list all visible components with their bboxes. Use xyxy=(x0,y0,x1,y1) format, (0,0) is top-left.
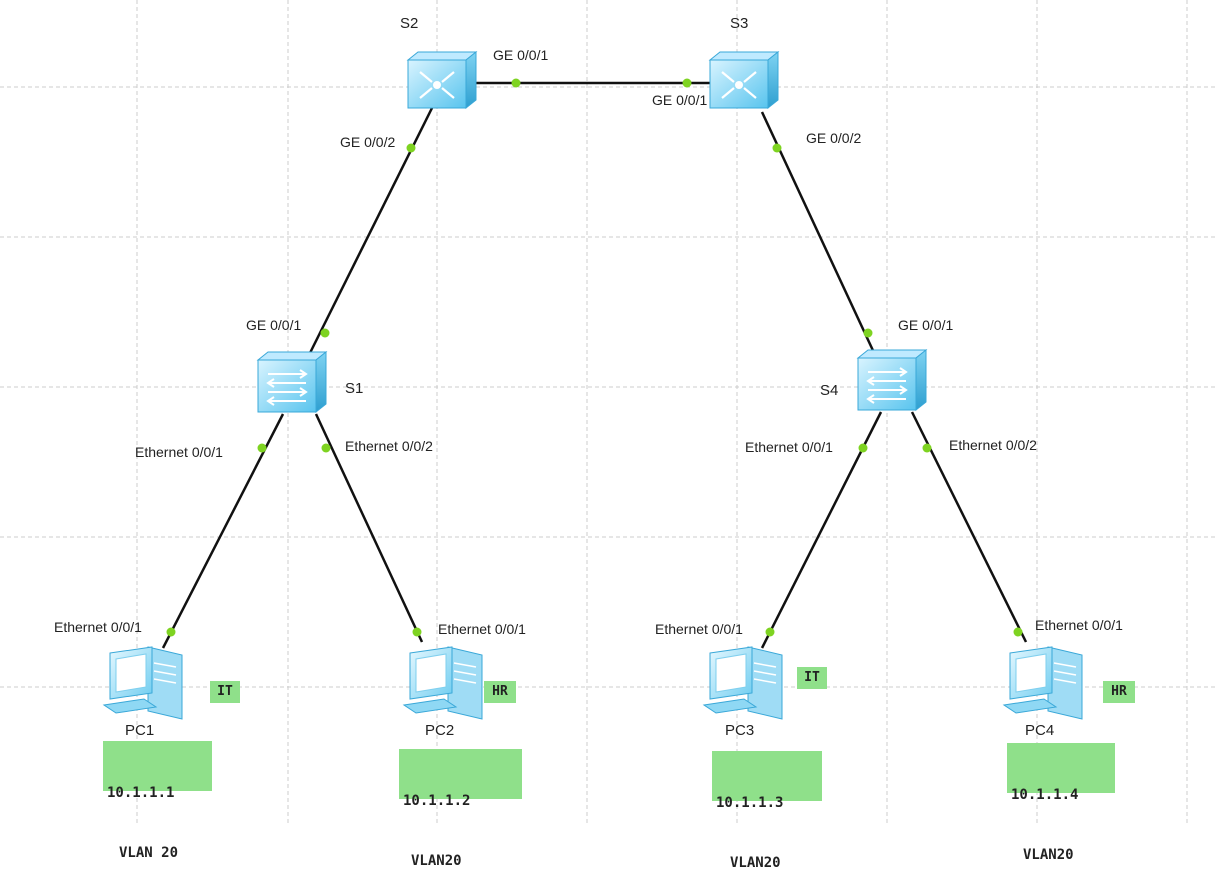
note-pc3-ip: 10.1.1.3 xyxy=(716,795,784,811)
pc2-icon[interactable] xyxy=(402,646,483,720)
switch-s3-icon[interactable] xyxy=(708,50,780,110)
note-pc1: 10.1.1.1 VLAN 20 xyxy=(103,741,212,861)
port-dot-s4-ge001 xyxy=(863,328,873,338)
switch-s1-icon[interactable] xyxy=(256,350,328,414)
port-label-s2-ge002: GE 0/0/2 xyxy=(340,134,396,150)
note-pc4-vlan: VLAN20 xyxy=(1023,847,1074,863)
port-label-s1-eth002: Ethernet 0/0/2 xyxy=(345,438,433,454)
pc4-icon[interactable] xyxy=(1002,646,1083,720)
note-pc4-ip: 10.1.1.4 xyxy=(1011,787,1079,803)
port-label-s2-ge001: GE 0/0/1 xyxy=(493,47,549,63)
dept-tag-pc4: HR xyxy=(1103,681,1135,703)
note-pc3-vlan: VLAN20 xyxy=(730,855,781,871)
port-dot-s2-ge002 xyxy=(406,143,416,153)
port-label-s3-ge001: GE 0/0/1 xyxy=(652,92,708,108)
port-dot-pc2-eth xyxy=(412,627,422,637)
device-label-s4: S4 xyxy=(820,382,839,399)
dept-tag-pc1: IT xyxy=(210,681,240,703)
port-label-pc1-eth: Ethernet 0/0/1 xyxy=(54,619,142,635)
pc3-icon[interactable] xyxy=(702,646,783,720)
note-pc3: 10.1.1.3 VLAN20 xyxy=(712,751,822,871)
port-dot-pc4-eth xyxy=(1013,627,1023,637)
note-pc2-vlan: VLAN20 xyxy=(411,853,462,869)
device-label-pc4: PC4 xyxy=(1025,722,1055,739)
topology-canvas xyxy=(0,0,1216,823)
port-label-s1-eth001: Ethernet 0/0/1 xyxy=(135,444,223,460)
port-dot-s3-ge001 xyxy=(682,78,692,88)
device-label-s1: S1 xyxy=(345,380,364,397)
port-dot-s4-eth001 xyxy=(858,443,868,453)
link-s4-pc4 xyxy=(910,411,1028,643)
port-label-s4-eth001: Ethernet 0/0/1 xyxy=(745,439,833,455)
port-dot-s2-ge001 xyxy=(511,78,521,88)
port-label-s3-ge002: GE 0/0/2 xyxy=(806,130,862,146)
pc1-icon[interactable] xyxy=(102,646,183,720)
dept-tag-pc3: IT xyxy=(797,667,827,689)
note-pc1-vlan: VLAN 20 xyxy=(119,845,179,861)
link-s3-s4 xyxy=(760,111,878,358)
device-label-pc1: PC1 xyxy=(125,722,155,739)
device-label-s3: S3 xyxy=(730,15,749,32)
port-dot-s3-ge002 xyxy=(772,143,782,153)
port-dots xyxy=(166,78,1023,637)
port-label-s4-eth002: Ethernet 0/0/2 xyxy=(949,437,1037,453)
device-label-pc3: PC3 xyxy=(725,722,755,739)
switch-s4-icon[interactable] xyxy=(856,348,928,412)
port-dot-s1-eth001 xyxy=(257,443,267,453)
port-dot-s1-eth002 xyxy=(321,443,331,453)
switch-s2-icon[interactable] xyxy=(406,50,478,110)
port-dot-s1-ge001 xyxy=(320,328,330,338)
link-s1-pc2 xyxy=(314,413,424,643)
dept-tag-pc2: HR xyxy=(484,681,516,703)
port-label-s1-ge001: GE 0/0/1 xyxy=(246,317,302,333)
port-label-pc3-eth: Ethernet 0/0/1 xyxy=(655,621,743,637)
note-pc1-ip: 10.1.1.1 xyxy=(107,785,175,801)
note-pc2: 10.1.1.2 VLAN20 xyxy=(399,749,522,869)
note-pc2-ip: 10.1.1.2 xyxy=(403,793,471,809)
port-label-pc4-eth: Ethernet 0/0/1 xyxy=(1035,617,1123,633)
port-dot-pc3-eth xyxy=(765,627,775,637)
port-label-s4-ge001: GE 0/0/1 xyxy=(898,317,954,333)
port-label-pc2-eth: Ethernet 0/0/1 xyxy=(438,621,526,637)
link-s1-pc1 xyxy=(161,413,285,649)
port-dot-pc1-eth xyxy=(166,627,176,637)
note-pc4: 10.1.1.4 VLAN20 xyxy=(1007,743,1115,863)
device-label-pc2: PC2 xyxy=(425,722,455,739)
port-dot-s4-eth002 xyxy=(922,443,932,453)
device-label-s2: S2 xyxy=(400,15,419,32)
